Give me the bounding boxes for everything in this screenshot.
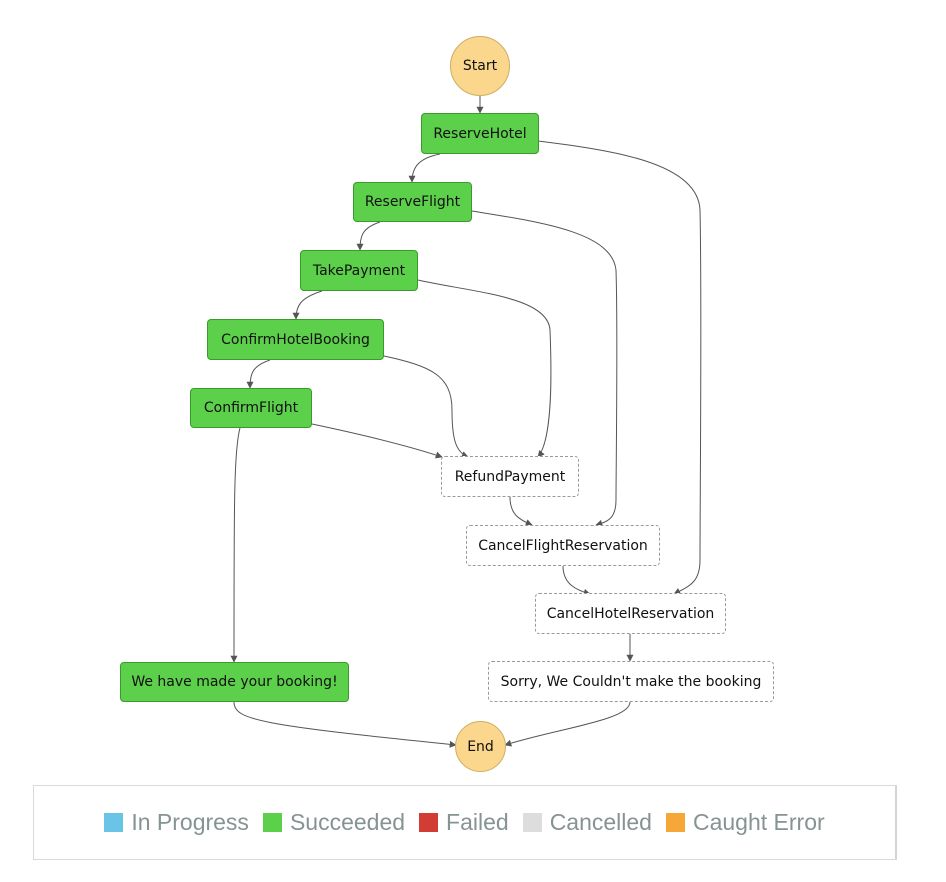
end-node[interactable]: End: [455, 721, 506, 772]
state-success-message[interactable]: We have made your booking!: [120, 662, 349, 702]
state-take-payment[interactable]: TakePayment: [300, 250, 418, 291]
state-label: We have made your booking!: [131, 674, 338, 690]
state-failure-message[interactable]: Sorry, We Couldn't make the booking: [488, 661, 774, 702]
state-confirm-flight[interactable]: ConfirmFlight: [190, 388, 312, 428]
edge-reserveflight-takepayment: [356, 221, 381, 251]
state-cancel-hotel-reservation[interactable]: CancelHotelReservation: [535, 593, 726, 634]
edge-confirmflight-success: [230, 427, 241, 663]
edge-takepayment-confirmhotelbooking: [292, 290, 323, 320]
state-label: ReserveHotel: [433, 125, 527, 142]
legend-item-cancelled: Cancelled: [522, 809, 652, 836]
legend-swatch-succeeded: [262, 813, 282, 832]
state-confirm-hotel-booking[interactable]: ConfirmHotelBooking: [207, 319, 384, 360]
edge-success-end: [233, 701, 457, 748]
legend-swatch-failed: [419, 813, 439, 832]
legend-label-in-progress: In Progress: [131, 809, 249, 835]
edge-failure-end: [504, 701, 631, 747]
state-label: CancelFlightReservation: [478, 537, 648, 554]
legend-item-succeeded: Succeeded: [262, 809, 406, 836]
legend-label-succeeded: Succeeded: [289, 809, 406, 835]
legend-swatch-cancelled: [522, 813, 542, 832]
legend-label-caught-error: Caught Error: [692, 809, 825, 835]
edge-reservehotel-cancelhotel: [537, 140, 702, 595]
end-label: End: [467, 738, 494, 755]
state-label: TakePayment: [312, 262, 406, 279]
legend-item-caught-error: Caught Error: [665, 809, 825, 836]
state-label: ConfirmFlight: [203, 400, 299, 416]
edge-reserveflight-cancelflight: [471, 210, 618, 527]
legend-swatch-caught-error: [665, 813, 685, 832]
legend-label-failed: Failed: [446, 809, 509, 835]
edge-confirmhotelbooking-refund: [383, 355, 469, 458]
state-reserve-hotel[interactable]: ReserveHotel: [421, 113, 539, 154]
edge-cancelflight-cancelhotel: [562, 565, 591, 596]
legend-swatch-in-progress: [104, 813, 124, 832]
state-label: RefundPayment: [454, 468, 566, 485]
state-label: CancelHotelReservation: [546, 605, 715, 622]
state-refund-payment[interactable]: RefundPayment: [441, 456, 579, 497]
legend-label-cancelled: Cancelled: [549, 809, 652, 835]
state-label: Sorry, We Couldn't make the booking: [500, 673, 762, 690]
state-cancel-flight-reservation[interactable]: CancelFlightReservation: [466, 525, 660, 566]
edge-reservehotel-reserveflight: [408, 153, 441, 183]
edge-refund-cancelflight: [509, 496, 533, 526]
state-label: ConfirmHotelBooking: [221, 331, 370, 348]
legend-item-failed: Failed: [419, 809, 509, 836]
start-label: Start: [462, 58, 498, 74]
edge-takepayment-refund: [417, 279, 552, 458]
state-label: ReserveFlight: [364, 194, 461, 210]
legend-item-in-progress: In Progress: [104, 809, 249, 836]
start-node[interactable]: Start: [450, 36, 510, 96]
edge-confirmflight-refund: [311, 423, 443, 459]
edge-confirmhotelbooking-confirmflight: [246, 359, 271, 389]
status-legend: In Progress Succeeded Failed Cancelled C…: [33, 785, 897, 860]
state-reserve-flight[interactable]: ReserveFlight: [353, 182, 472, 222]
